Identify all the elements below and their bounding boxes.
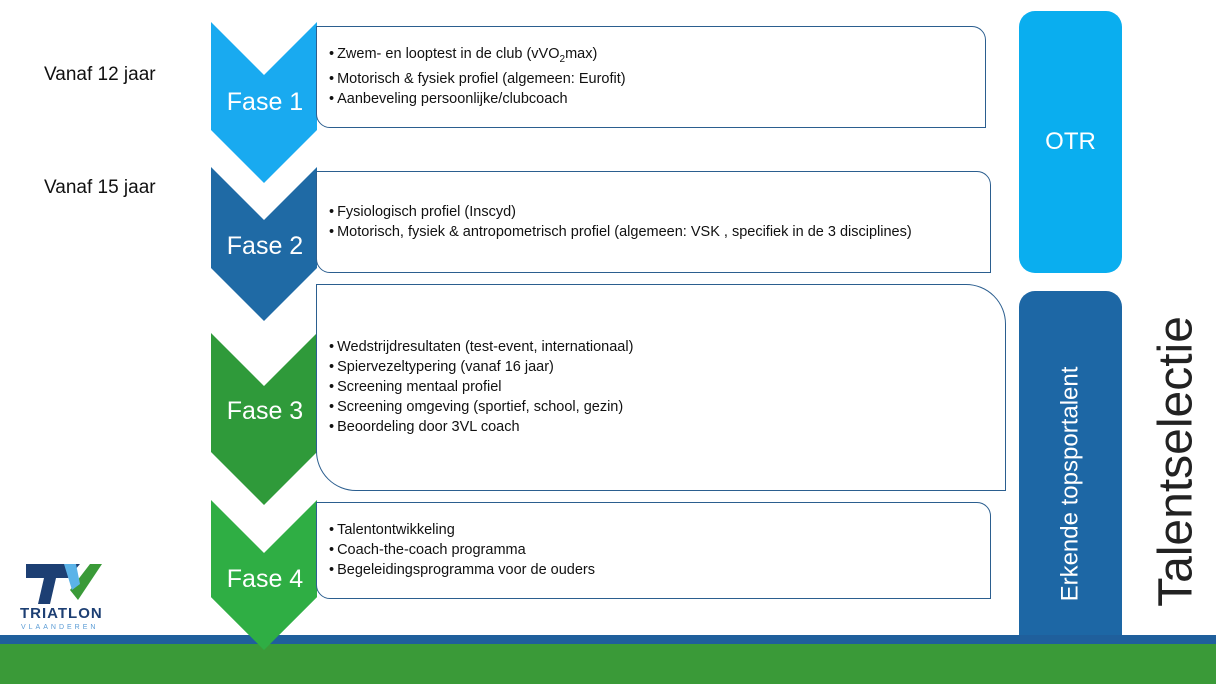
chevron-fase-1 bbox=[211, 22, 317, 183]
age-label-12: Vanaf 12 jaar bbox=[44, 64, 156, 85]
fase-1-box: Zwem- en looptest in de club (vVO2max) M… bbox=[316, 26, 986, 128]
fase-3-item: Beoordeling door 3VL coach bbox=[327, 419, 995, 436]
fase-4-item: Coach-the-coach programma bbox=[327, 542, 980, 559]
fase-3-item: Screening omgeving (sportief, school, ge… bbox=[327, 399, 995, 416]
fase-4-item: Talentontwikkeling bbox=[327, 522, 980, 539]
fase-4-box: Talentontwikkeling Coach-the-coach progr… bbox=[316, 502, 991, 599]
chevron-fase-3 bbox=[211, 333, 317, 505]
footer-band-green bbox=[0, 644, 1216, 684]
fase-3-item: Screening mentaal profiel bbox=[327, 379, 995, 396]
logo-name: TRIATLON bbox=[20, 605, 103, 622]
talentselectie-label: Talentselectie bbox=[1149, 316, 1203, 607]
fase-2-label: Fase 2 bbox=[226, 232, 304, 260]
fase-2-item: Fysiologisch profiel (Inscyd) bbox=[327, 204, 980, 221]
fase-2-box: Fysiologisch profiel (Inscyd) Motorisch,… bbox=[316, 171, 991, 273]
fase-3-label: Fase 3 bbox=[226, 397, 304, 425]
otr-pill: OTR bbox=[1019, 11, 1122, 273]
age-label-15: Vanaf 15 jaar bbox=[44, 177, 156, 198]
logo-mark bbox=[26, 564, 102, 604]
fase-1-item: Motorisch & fysiek profiel (algemeen: Eu… bbox=[327, 71, 975, 88]
fase-1-item: Aanbeveling persoonlijke/clubcoach bbox=[327, 91, 975, 108]
fase-3-item: Spiervezeltypering (vanaf 16 jaar) bbox=[327, 359, 995, 376]
fase-1-label: Fase 1 bbox=[226, 88, 304, 116]
otr-label: OTR bbox=[1045, 128, 1096, 155]
logo-sub: VLAANDEREN bbox=[21, 624, 99, 631]
fase-3-box: Wedstrijdresultaten (test-event, interna… bbox=[316, 284, 1006, 491]
fase-1-item: Zwem- en looptest in de club (vVO2max) bbox=[327, 46, 975, 68]
fase-4-item: Begeleidingsprogramma voor de ouders bbox=[327, 562, 980, 579]
footer-band-blue bbox=[0, 635, 1216, 644]
fase-2-item: Motorisch, fysiek & antropometrisch prof… bbox=[327, 224, 980, 241]
fase-4-label: Fase 4 bbox=[226, 565, 304, 593]
chevron-fase-2 bbox=[211, 167, 317, 321]
erkende-label: Erkende topsportalent bbox=[1056, 366, 1084, 601]
erkende-pill: Erkende topsportalent bbox=[1019, 291, 1122, 676]
fase-3-item: Wedstrijdresultaten (test-event, interna… bbox=[327, 339, 995, 356]
